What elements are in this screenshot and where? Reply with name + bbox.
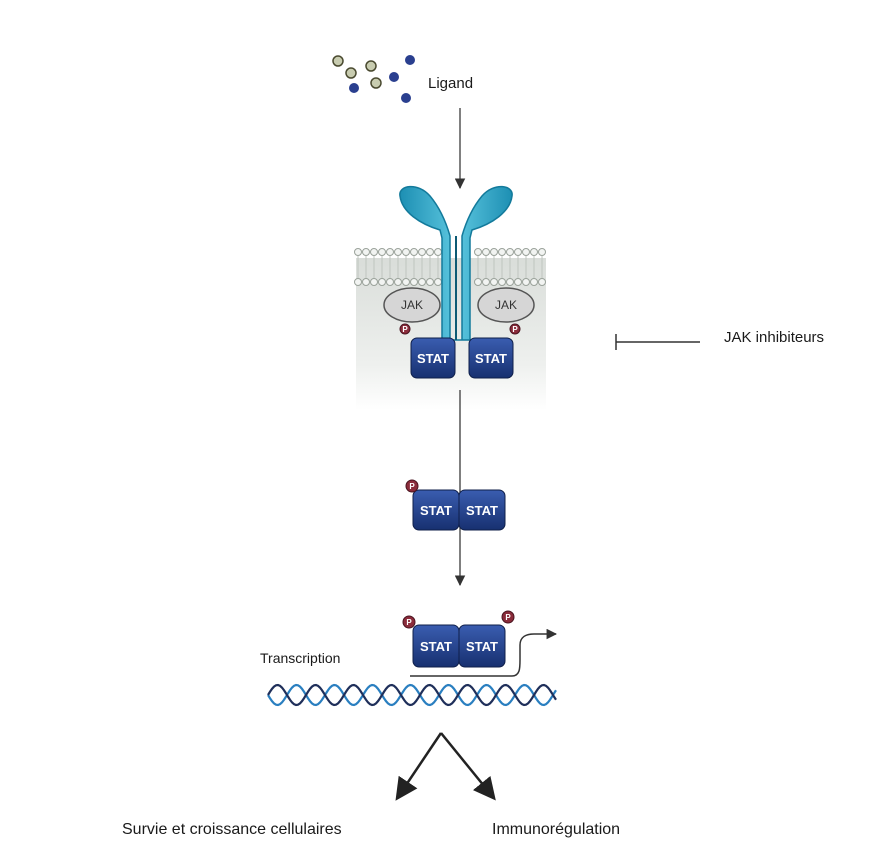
- phospho-group: P: [399, 323, 411, 335]
- svg-text:JAK: JAK: [495, 298, 517, 312]
- outcome-arrows: [395, 732, 496, 801]
- dna-helix: [267, 683, 557, 707]
- svg-text:JAK: JAK: [401, 298, 423, 312]
- cytokine-receptor: [399, 185, 513, 341]
- svg-text:STAT: STAT: [417, 351, 449, 366]
- svg-text:P: P: [409, 482, 415, 491]
- jak-inhibitor-symbol: [615, 334, 700, 350]
- svg-text:STAT: STAT: [420, 639, 452, 654]
- phospho-group: P: [405, 479, 419, 493]
- outcome-immunoregulation-label: Immunorégulation: [492, 821, 620, 838]
- jak-left: JAK: [383, 287, 441, 323]
- outcome-survival-label: Survie et croissance cellulaires: [122, 821, 342, 838]
- svg-text:STAT: STAT: [466, 639, 498, 654]
- cell-membrane: [354, 248, 546, 286]
- svg-text:P: P: [406, 618, 412, 627]
- svg-text:STAT: STAT: [420, 503, 452, 518]
- stat-membrane-right: STAT: [468, 337, 514, 379]
- ligand-particles: [332, 55, 415, 103]
- phospho-group: P: [501, 610, 515, 624]
- stat-dimer-nuclear: STAT STAT: [412, 624, 506, 668]
- stat-membrane-left: STAT: [410, 337, 456, 379]
- transcription-label: Transcription: [260, 650, 340, 666]
- svg-text:P: P: [505, 613, 511, 622]
- svg-text:P: P: [402, 325, 408, 334]
- transcription-start-arrow: [410, 628, 558, 677]
- jak-right: JAK: [477, 287, 535, 323]
- svg-text:P: P: [512, 325, 518, 334]
- phospho-group: P: [509, 323, 521, 335]
- phospho-group: P: [402, 615, 416, 629]
- stat-dimer: STAT STAT: [412, 489, 506, 531]
- svg-text:STAT: STAT: [466, 503, 498, 518]
- svg-text:STAT: STAT: [475, 351, 507, 366]
- ligand-label: Ligand: [428, 75, 473, 92]
- jak-inhibitors-label: JAK inhibiteurs: [724, 329, 824, 346]
